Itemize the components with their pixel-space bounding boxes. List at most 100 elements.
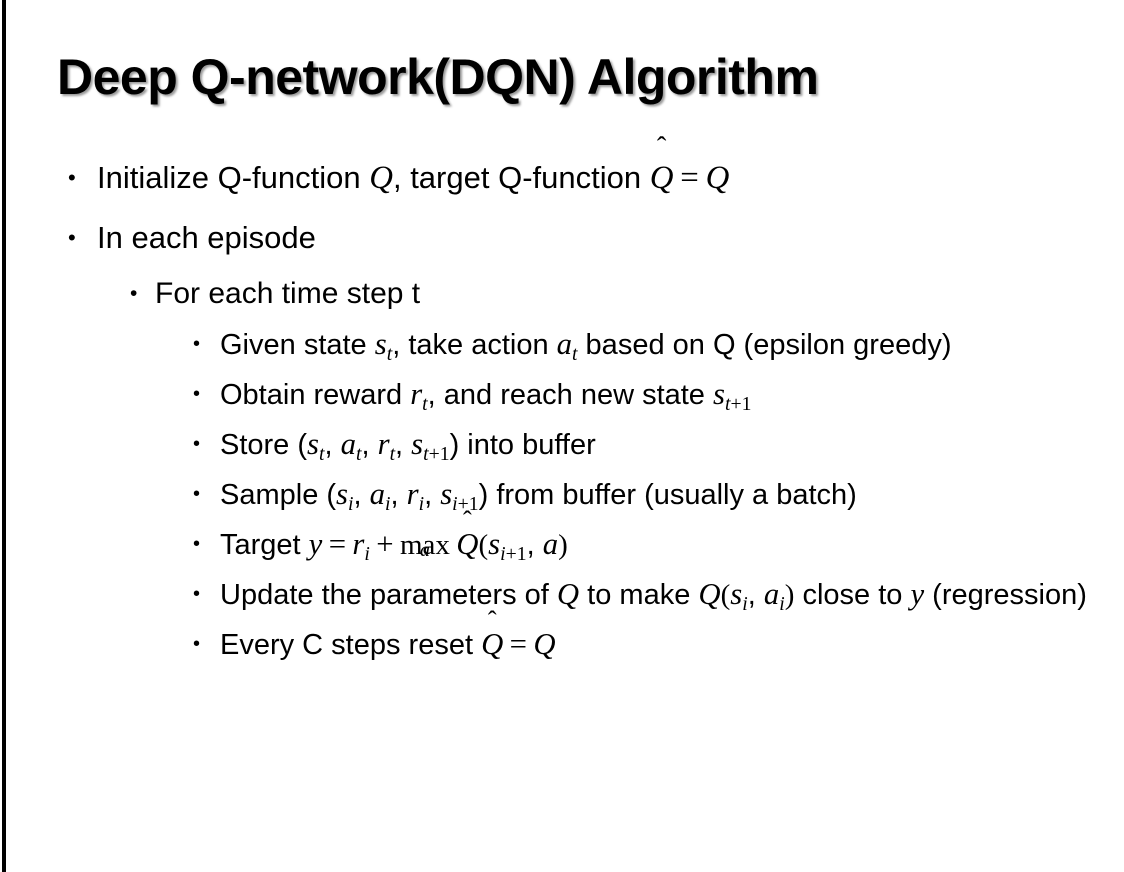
- math-var-q: Q: [369, 160, 393, 196]
- math-var-y: y: [910, 577, 925, 611]
- text-segment: ,: [390, 479, 407, 511]
- bullet-text: Given state st, take action at based on …: [220, 320, 1099, 370]
- text-segment: ,: [526, 529, 543, 561]
- text-segment: ,: [395, 429, 412, 461]
- math-paren-open: (: [478, 529, 489, 561]
- math-var-s2: s: [411, 427, 424, 461]
- text-segment: Sample (: [220, 479, 337, 511]
- math-var-r: r: [406, 477, 419, 511]
- slide-left-edge-bar: [2, 0, 6, 872]
- math-var-a: a: [369, 477, 385, 511]
- text-segment: ,: [324, 429, 341, 461]
- text-segment: based on Q (epsilon greedy): [577, 329, 952, 361]
- bullet-text: Sample (si, ai, ri, si+1) from buffer (u…: [220, 470, 1099, 520]
- text-segment: Every C steps reset: [220, 629, 482, 661]
- math-subscript: t: [386, 342, 393, 365]
- math-subscript-offset: +1: [505, 542, 527, 565]
- math-var-a: a: [542, 527, 559, 561]
- text-segment: close to: [794, 579, 911, 611]
- math-var-q-hat: ̂Q: [481, 620, 503, 669]
- math-subscript: t: [355, 442, 362, 465]
- math-var-s: s: [374, 327, 387, 361]
- bullet-marker: •: [193, 533, 201, 555]
- math-subscript: i: [364, 542, 370, 565]
- bullet-text: In each episode: [97, 220, 316, 255]
- bullet-item-in-each-episode: • In each episode: [0, 208, 1124, 268]
- math-var-q: Q: [533, 627, 556, 661]
- math-var-y: y: [308, 527, 323, 561]
- math-var-q-hat: ̂Q: [650, 148, 674, 208]
- text-segment: ) from buffer (usually a batch): [478, 479, 857, 511]
- math-subscript: t: [389, 442, 396, 465]
- bullet-marker: •: [193, 583, 201, 605]
- math-subscript-var: i: [452, 492, 458, 515]
- math-var-q2: Q: [705, 160, 730, 196]
- bullet-text: Every C steps reset ̂Q=Q: [220, 620, 1099, 670]
- math-subscript: t: [319, 442, 325, 465]
- math-var-s: s: [730, 577, 743, 611]
- math-var-a: a: [556, 327, 573, 361]
- math-var-s: s: [488, 527, 501, 561]
- bullet-item-update-parameters: • Update the parameters of Q to make Q(s…: [0, 570, 1124, 620]
- math-subscript: i+1: [500, 543, 526, 565]
- math-subscript-var: t: [423, 442, 429, 465]
- text-segment: ) into buffer: [449, 429, 596, 461]
- math-var-s2: s: [440, 477, 453, 511]
- bullet-marker: •: [68, 165, 76, 190]
- max-label: max: [399, 529, 450, 561]
- hat-base: Q: [481, 627, 504, 661]
- page-title: Deep Q-network(DQN) Algorithm: [57, 49, 819, 105]
- bullet-marker: •: [193, 483, 201, 505]
- bullet-text: Target y=ri+maxâQ(si+1, a): [220, 520, 1099, 570]
- math-plus: +: [376, 527, 394, 561]
- math-subscript: i: [385, 492, 391, 515]
- bullet-item-for-each-time-step: • For each time step t: [0, 268, 1124, 320]
- math-subscript-offset: +1: [730, 392, 752, 415]
- text-segment: ,: [361, 429, 378, 461]
- bullet-item-obtain-reward: • Obtain reward rt, and reach new state …: [0, 370, 1124, 420]
- math-subscript-var: i: [500, 542, 506, 565]
- math-paren-open: (: [720, 579, 731, 611]
- bullet-text: Initialize Q-function Q, target Q-functi…: [97, 148, 1124, 208]
- bullet-text: Obtain reward rt, and reach new state st…: [220, 370, 1099, 420]
- text-segment: , take action: [392, 329, 557, 361]
- text-segment: Update the parameters of: [220, 579, 557, 611]
- slide-body: • Initialize Q-function Q, target Q-func…: [0, 148, 1124, 670]
- text-segment: Store (: [220, 429, 308, 461]
- math-subscript: i: [418, 492, 425, 515]
- math-subscript-var: t: [724, 392, 731, 415]
- math-var-q-hat: ̂Q: [456, 520, 478, 569]
- math-equals: =: [328, 527, 347, 561]
- bullet-marker: •: [193, 433, 201, 455]
- bullet-item-reset-target-network: • Every C steps reset ̂Q=Q: [0, 620, 1124, 670]
- text-segment: to make: [579, 579, 699, 611]
- bullet-marker: •: [193, 383, 201, 405]
- math-equals: =: [509, 627, 528, 661]
- bullet-text: For each time step t: [155, 277, 421, 310]
- bullet-marker: •: [130, 282, 138, 305]
- text-segment: ,: [353, 479, 370, 511]
- bullet-item-given-state: • Given state st, take action at based o…: [0, 320, 1124, 370]
- text-segment: Obtain reward: [220, 379, 411, 411]
- math-equals: =: [680, 160, 699, 196]
- bullet-item-target-equation: • Target y=ri+maxâQ(si+1, a): [0, 520, 1124, 570]
- text-segment: , and reach new state: [427, 379, 713, 411]
- math-paren-close: ): [558, 529, 568, 561]
- bullet-item-store-transition: • Store (st, at, rt, st+1) into buffer: [0, 420, 1124, 470]
- text-segment: , target Q-function: [392, 160, 650, 195]
- math-subscript-offset: +1: [428, 442, 450, 465]
- max-subscript: a: [419, 538, 430, 561]
- math-var-s1: s: [307, 427, 319, 461]
- math-subscript: i+1: [452, 493, 478, 515]
- bullet-item-initialize: • Initialize Q-function Q, target Q-func…: [0, 148, 1124, 208]
- math-var-r: r: [352, 527, 365, 561]
- math-subscript-offset: +1: [457, 492, 479, 515]
- math-var-r: r: [377, 427, 390, 461]
- math-subscript: t: [422, 392, 428, 415]
- text-segment: Initialize Q-function: [97, 160, 370, 195]
- math-paren-close: ): [784, 579, 795, 611]
- text-segment: Given state: [220, 329, 375, 361]
- bullet-text: Update the parameters of Q to make Q(si,…: [220, 570, 1099, 620]
